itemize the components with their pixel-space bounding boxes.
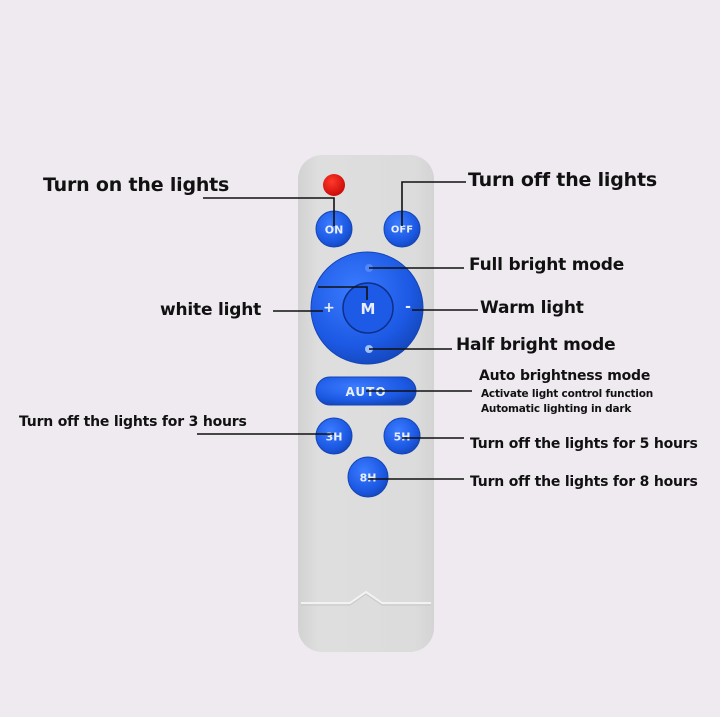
led-indicator-icon	[323, 174, 345, 196]
battery-cover-seam	[301, 590, 431, 604]
plus-button[interactable]: +	[323, 300, 335, 316]
label-warm-light: Warm light	[480, 298, 584, 318]
label-off-8h: Turn off the lights for 8 hours	[470, 474, 698, 490]
label-off-5h: Turn off the lights for 5 hours	[470, 436, 698, 452]
timer-3h-button[interactable]: 3H	[315, 417, 353, 455]
label-half-bright: Half bright mode	[456, 335, 616, 355]
svg-text:AUTO: AUTO	[345, 385, 386, 399]
label-full-bright: Full bright mode	[469, 255, 625, 275]
svg-text:OFF: OFF	[391, 225, 413, 236]
timer-8h-button[interactable]: 8H	[347, 456, 389, 498]
label-auto-line1: Activate light control function	[481, 388, 653, 400]
minus-button[interactable]: -	[405, 299, 411, 315]
leader-lines	[197, 181, 478, 480]
label-turn-off: Turn off the lights	[468, 169, 657, 191]
label-turn-on: Turn on the lights	[43, 174, 230, 196]
timer-5h-button[interactable]: 5H	[383, 417, 421, 455]
svg-text:M: M	[361, 300, 376, 318]
label-white-light: white light	[160, 300, 262, 320]
mode-button[interactable]: M	[342, 282, 394, 334]
svg-text:ON: ON	[325, 224, 344, 237]
svg-text:3H: 3H	[326, 431, 343, 444]
label-off-3h: Turn off the lights for 3 hours	[19, 414, 247, 430]
svg-text:5H: 5H	[394, 431, 411, 444]
label-auto-title: Auto brightness mode	[479, 368, 651, 384]
label-auto-line2: Automatic lighting in dark	[481, 403, 632, 415]
svg-text:8H: 8H	[360, 472, 377, 485]
